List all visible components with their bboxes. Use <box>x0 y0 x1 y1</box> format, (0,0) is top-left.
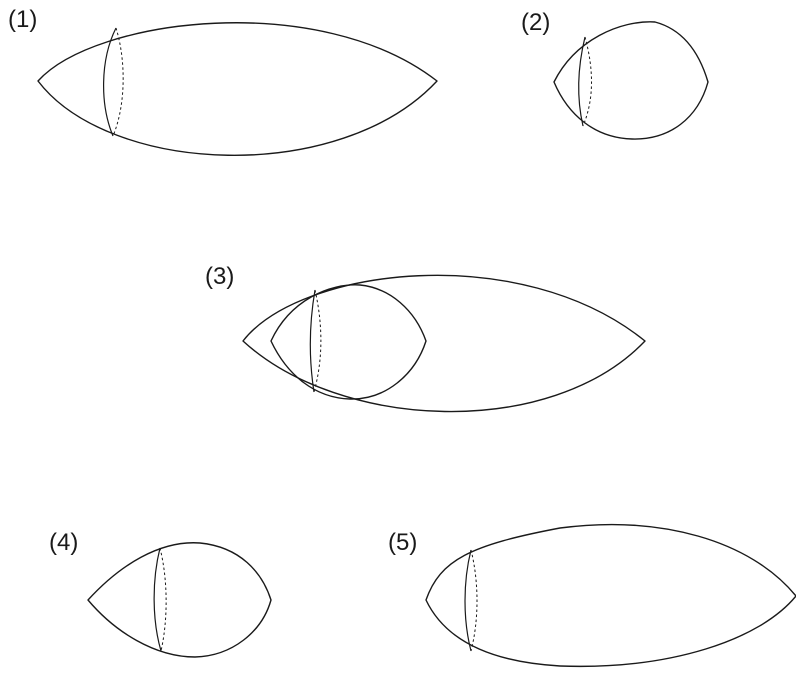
panel-5: (5) <box>388 523 796 668</box>
seam-front-4 <box>153 547 162 652</box>
seam-front-3 <box>309 289 316 393</box>
panel-label-5: (5) <box>388 529 417 556</box>
seam-front-5 <box>464 549 472 652</box>
seam-back-1 <box>112 27 124 137</box>
seam-front-2 <box>578 36 586 127</box>
lens-shape-2 <box>553 21 709 140</box>
lens-shape-4 <box>87 542 272 658</box>
lens-shape-1 <box>37 22 438 156</box>
seam-back-5 <box>470 549 478 652</box>
panel-2: (2) <box>521 9 709 140</box>
seam-back-4 <box>159 547 167 652</box>
panel-3: (3) <box>205 263 646 413</box>
seam-back-2 <box>582 36 592 127</box>
panel-label-2: (2) <box>521 9 550 36</box>
seam-back-3 <box>313 289 322 393</box>
panel-4: (4) <box>49 529 272 658</box>
panel-label-3: (3) <box>205 263 234 290</box>
panel-label-4: (4) <box>49 529 78 556</box>
inner-lens-shape-3 <box>270 284 427 400</box>
outer-lens-shape-3 <box>242 274 646 413</box>
panel-label-1: (1) <box>8 6 37 33</box>
lens-shape-5 <box>425 523 796 668</box>
panel-1: (1) <box>8 6 438 156</box>
seam-front-1 <box>103 27 117 137</box>
